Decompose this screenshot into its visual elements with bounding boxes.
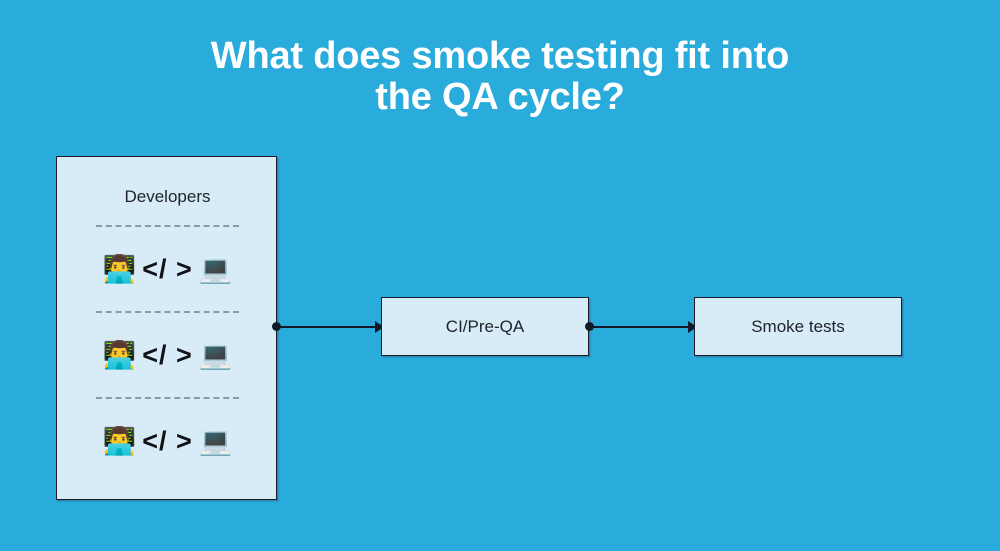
laptop-icon: 💻 bbox=[198, 339, 233, 370]
laptop-icon: 💻 bbox=[198, 425, 233, 456]
person-with-laptop-icon: 👨‍💻 bbox=[102, 253, 137, 284]
smoke-tests-label: Smoke tests bbox=[751, 316, 845, 336]
developers-divider bbox=[96, 397, 239, 399]
developers-divider bbox=[96, 225, 239, 227]
developers-divider bbox=[96, 311, 239, 313]
ci-pre-qa-label: CI/Pre-QA bbox=[445, 316, 525, 336]
person-with-laptop-icon: 👨‍💻 bbox=[102, 339, 137, 370]
code-brackets-glyph: </ > bbox=[142, 339, 193, 370]
connector-arrowhead bbox=[375, 321, 384, 333]
page-title: What does smoke testing fit into the QA … bbox=[210, 35, 790, 118]
developers-box: Developers 👨‍💻 </ > 💻 👨‍💻 </ > 💻 👨‍💻 </ … bbox=[56, 156, 277, 500]
developers-label: Developers bbox=[124, 187, 211, 206]
smoke-tests-box: Smoke tests bbox=[694, 297, 902, 356]
person-with-laptop-icon: 👨‍💻 bbox=[102, 425, 137, 456]
developer-row: 👨‍💻 </ > 💻 bbox=[57, 313, 278, 397]
ci-pre-qa-box: CI/Pre-QA bbox=[381, 297, 589, 356]
connector-arrowhead bbox=[688, 321, 697, 333]
connector-start-dot bbox=[272, 322, 281, 331]
developer-row: 👨‍💻 </ > 💻 bbox=[57, 399, 278, 483]
connector-start-dot bbox=[585, 322, 594, 331]
code-brackets-glyph: </ > bbox=[142, 425, 193, 456]
code-brackets-glyph: </ > bbox=[142, 253, 193, 284]
developer-row: 👨‍💻 </ > 💻 bbox=[57, 227, 278, 311]
laptop-icon: 💻 bbox=[198, 253, 233, 284]
connector-developers-to-ci bbox=[277, 326, 377, 328]
connector-ci-to-smoke bbox=[590, 326, 690, 328]
developers-row-list: 👨‍💻 </ > 💻 👨‍💻 </ > 💻 👨‍💻 </ > 💻 bbox=[57, 225, 278, 483]
